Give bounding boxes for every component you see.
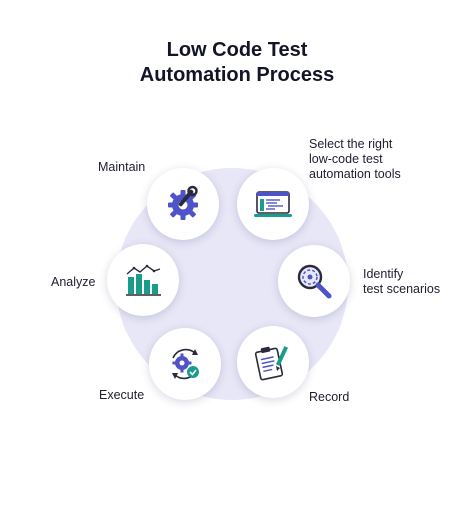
- step-node-identify: [278, 245, 350, 317]
- bar-chart-icon: [126, 264, 161, 296]
- step-label-identify: Identify test scenarios: [363, 267, 441, 296]
- step-node-execute: [149, 328, 221, 400]
- code-window-icon: [254, 191, 292, 217]
- step-label-analyze: Analyze: [51, 275, 96, 289]
- title-line-1: Low Code Test: [166, 39, 308, 61]
- step-node-maintain: [147, 168, 219, 240]
- diagram-title: Low Code Test Automation Process: [0, 38, 474, 88]
- clipboard-icon: [254, 346, 289, 381]
- step-node-select: [237, 168, 309, 240]
- step-label-record: Record: [309, 390, 350, 404]
- step-node-analyze: [107, 244, 179, 316]
- step-node-record: [237, 326, 309, 398]
- step-label-maintain: Maintain: [98, 160, 146, 174]
- step-label-select: Select the right low-code test automatio…: [309, 137, 401, 181]
- gear-cycle-icon: [172, 348, 199, 380]
- gear-wrench-icon: [168, 185, 198, 220]
- magnifier-icon: [297, 264, 332, 299]
- title-line-2: Automation Process: [139, 64, 335, 86]
- step-label-execute: Execute: [99, 388, 145, 402]
